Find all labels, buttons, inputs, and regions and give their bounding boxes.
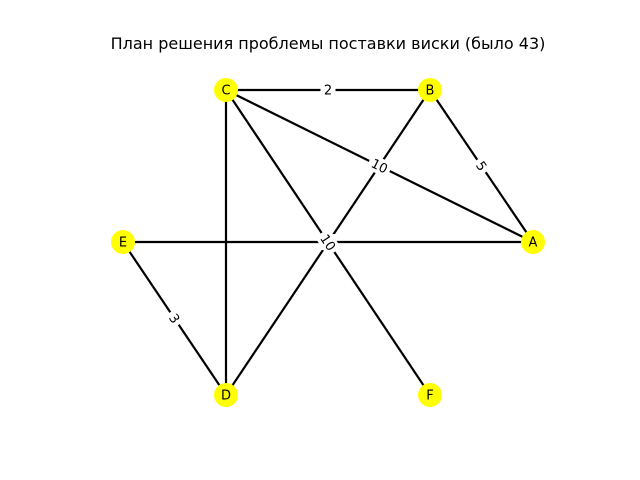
edge-label-background bbox=[365, 153, 394, 179]
edge-label-background bbox=[163, 307, 186, 330]
node-circle bbox=[521, 230, 545, 254]
node-label: D bbox=[221, 389, 231, 404]
edge-label-background bbox=[320, 82, 336, 98]
edge-label-E-D: 3 bbox=[163, 307, 186, 330]
node-circle bbox=[418, 383, 442, 407]
node-D: D bbox=[214, 383, 238, 407]
node-C: C bbox=[214, 78, 238, 102]
node-label: E bbox=[119, 236, 127, 251]
node-circle bbox=[418, 78, 442, 102]
edge-labels-layer: 25107103 bbox=[163, 82, 493, 330]
edge-label-C-B: 2 bbox=[320, 82, 336, 99]
node-circle bbox=[214, 383, 238, 407]
node-E: E bbox=[111, 230, 135, 254]
edge-label-C-F: 10 bbox=[314, 228, 342, 257]
node-label: F bbox=[426, 389, 433, 404]
diagram-title: План решения проблемы поставки виски (бы… bbox=[111, 34, 546, 53]
edge-label-background bbox=[314, 228, 342, 257]
node-label: A bbox=[529, 236, 538, 251]
node-label: C bbox=[221, 84, 230, 99]
node-circle bbox=[111, 230, 135, 254]
node-circle bbox=[214, 78, 238, 102]
edge-weight-label: 10 bbox=[368, 157, 389, 178]
edge-label-C-A: 10 bbox=[365, 153, 394, 179]
edge-label-background bbox=[470, 155, 493, 177]
nodes-layer: A B C D E F bbox=[111, 78, 545, 407]
edge-weight-label: 2 bbox=[324, 84, 332, 99]
edge-label-B-A: 5 bbox=[470, 155, 493, 177]
node-F: F bbox=[418, 383, 442, 407]
node-B: B bbox=[418, 78, 442, 102]
node-label: B bbox=[426, 84, 435, 99]
node-A: A bbox=[521, 230, 545, 254]
